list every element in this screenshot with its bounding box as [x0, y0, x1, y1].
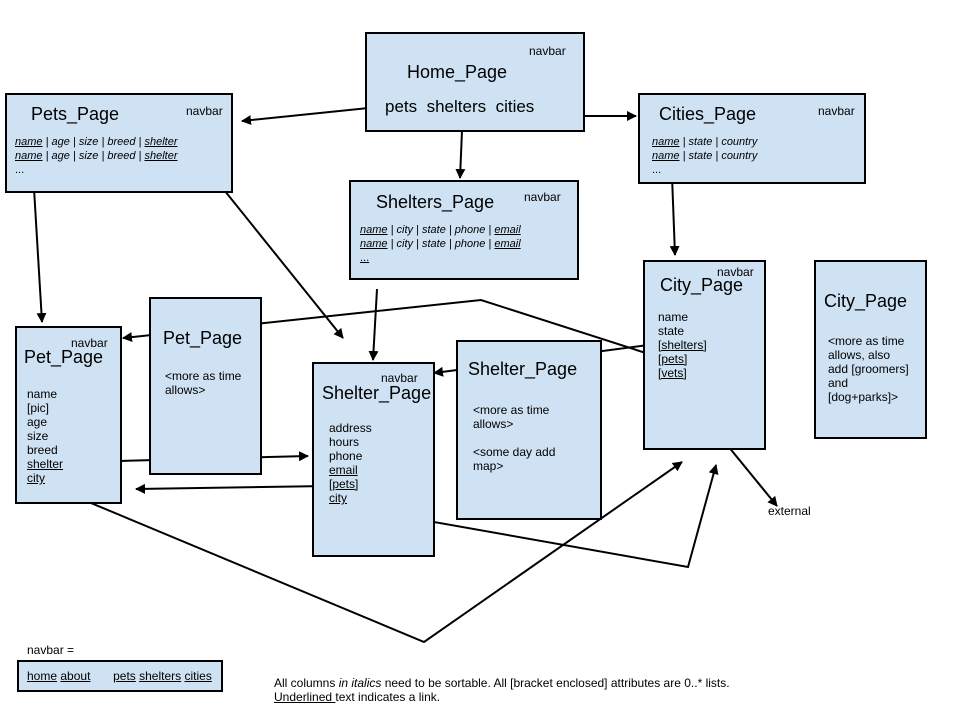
shelters-row-email-link[interactable]: email: [494, 238, 521, 250]
pets-page-rows: name | age | size | breed | shelter name…: [15, 135, 178, 177]
pet-shelter-link[interactable]: shelter: [27, 457, 64, 471]
external-label: external: [768, 504, 811, 518]
edge-shelters-shelter: [368, 288, 379, 361]
city-page-box: [643, 260, 766, 450]
shelter-email-link[interactable]: email: [329, 463, 358, 477]
pet-page-box: [15, 326, 122, 504]
pet-attr: breed: [27, 443, 58, 457]
pet-page-future-box: [149, 297, 262, 475]
cities-page-title: Cities_Page: [659, 104, 757, 124]
cities-row-ellipsis: ...: [652, 164, 662, 176]
pet-page-title: Pet_Page: [24, 347, 104, 367]
navbar-legend-label: navbar =: [27, 643, 75, 657]
pets-row-shelter-link[interactable]: shelter: [144, 136, 178, 148]
pets-row-ellipsis: ...: [15, 164, 25, 176]
shelters-row: name | city | state | phone | email: [360, 224, 521, 236]
edge-shelter-pet: [135, 483, 329, 494]
cities-page-navbar: navbar: [818, 104, 855, 118]
shelter-attr: hours: [329, 435, 360, 449]
shelter-page-box: [312, 362, 435, 557]
shelters-page-box: [349, 180, 579, 280]
legend-link-home[interactable]: home: [27, 669, 58, 683]
home-link-pets[interactable]: pets: [385, 97, 418, 116]
edge-cities-city: [669, 175, 680, 256]
cities-row-name-link[interactable]: name: [652, 136, 680, 148]
pets-row-shelter-link[interactable]: shelter: [144, 150, 178, 162]
city-page-attrs: name state [shelters] [pets] [vets]: [658, 310, 707, 380]
shelter-page-future-title: Shelter_Page: [468, 359, 578, 379]
home-page-title: Home_Page: [407, 62, 508, 82]
shelter-page-navbar: navbar: [381, 371, 418, 385]
pet-attr: name: [27, 387, 58, 401]
legend-link-about[interactable]: about: [60, 669, 91, 683]
pet-page-navbar: navbar: [71, 336, 108, 350]
shelters-row: name | city | state | phone | email: [360, 238, 521, 250]
shelter-page-attrs: address hours phone email [pets] city: [329, 421, 372, 505]
city-page-navbar: navbar: [717, 265, 754, 279]
cities-row: name | state | country: [652, 150, 758, 162]
home-page-box: [365, 32, 585, 132]
pets-row: name | age | size | breed | shelter: [15, 150, 178, 162]
navbar-legend-links: home about pets shelters cities: [27, 669, 212, 683]
shelter-page-future-note: <more as time allows> <some day add map>: [473, 403, 556, 473]
city-pets-link[interactable]: [pets]: [658, 352, 688, 366]
pet-attr: age: [27, 415, 48, 429]
city-page-future-note: <more as time allows, also add [groomers…: [828, 334, 909, 404]
shelters-page-title: Shelters_Page: [376, 192, 495, 212]
city-page-future-box: [814, 260, 927, 439]
shelter-city-link[interactable]: city: [329, 491, 347, 505]
home-link-cities[interactable]: cities: [495, 97, 535, 116]
shelters-row-ellipsis[interactable]: ...: [360, 252, 370, 264]
shelter-attr: address: [329, 421, 372, 435]
pet-page-future-note: <more as time allows>: [165, 369, 242, 397]
pets-page-navbar: navbar: [186, 104, 223, 118]
navbar-legend-box: [17, 660, 223, 692]
footnote: All columns in italics need to be sortab…: [274, 676, 730, 704]
shelters-row-email-link[interactable]: email: [494, 224, 521, 236]
home-page-links: pets shelters cities: [385, 97, 534, 117]
shelter-pets-link[interactable]: [pets]: [329, 477, 359, 491]
pets-row-name-link[interactable]: name: [15, 136, 43, 148]
city-attr: state: [658, 324, 685, 338]
legend-link-shelters[interactable]: shelters: [139, 669, 182, 683]
cities-page-box: [638, 93, 866, 184]
pet-attr: [pic]: [27, 401, 50, 415]
city-page-future-title: City_Page: [824, 291, 908, 311]
shelter-page-future-box: [456, 340, 602, 520]
shelter-page-title: Shelter_Page: [322, 383, 432, 403]
city-shelters-link[interactable]: [shelters]: [658, 338, 707, 352]
shelter-attr: phone: [329, 449, 363, 463]
shelters-row-name-link[interactable]: name: [360, 224, 388, 236]
city-attr: name: [658, 310, 689, 324]
pet-page-future-title: Pet_Page: [163, 328, 243, 348]
shelters-row-name-link[interactable]: name: [360, 238, 388, 250]
footnote-line-2: Underlined text indicates a link.: [274, 690, 441, 704]
legend-link-pets[interactable]: pets: [113, 669, 136, 683]
home-link-shelters[interactable]: shelters: [426, 97, 487, 116]
cities-page-rows: name | state | country name | state | co…: [652, 135, 757, 177]
cities-row: name | state | country: [652, 136, 758, 148]
pets-row: name | age | size | breed | shelter: [15, 136, 178, 148]
pet-page-attrs: name [pic] age size breed shelter city: [27, 387, 63, 485]
pets-page-box: [5, 93, 233, 193]
pet-attr: size: [27, 429, 49, 443]
pet-city-link[interactable]: city: [27, 471, 45, 485]
shelters-page-navbar: navbar: [524, 190, 561, 204]
pets-row-name-link[interactable]: name: [15, 150, 43, 162]
legend-link-cities[interactable]: cities: [184, 669, 212, 683]
pets-page-title: Pets_Page: [31, 104, 120, 124]
city-page-title: City_Page: [660, 275, 744, 295]
footnote-line-1: All columns in italics need to be sortab…: [274, 676, 730, 690]
edge-pets-pet: [32, 171, 47, 323]
cities-row-name-link[interactable]: name: [652, 150, 680, 162]
city-vets-link[interactable]: [vets]: [658, 366, 687, 380]
shelters-page-rows: name | city | state | phone | email name…: [360, 223, 521, 265]
home-page-navbar: navbar: [529, 44, 566, 58]
